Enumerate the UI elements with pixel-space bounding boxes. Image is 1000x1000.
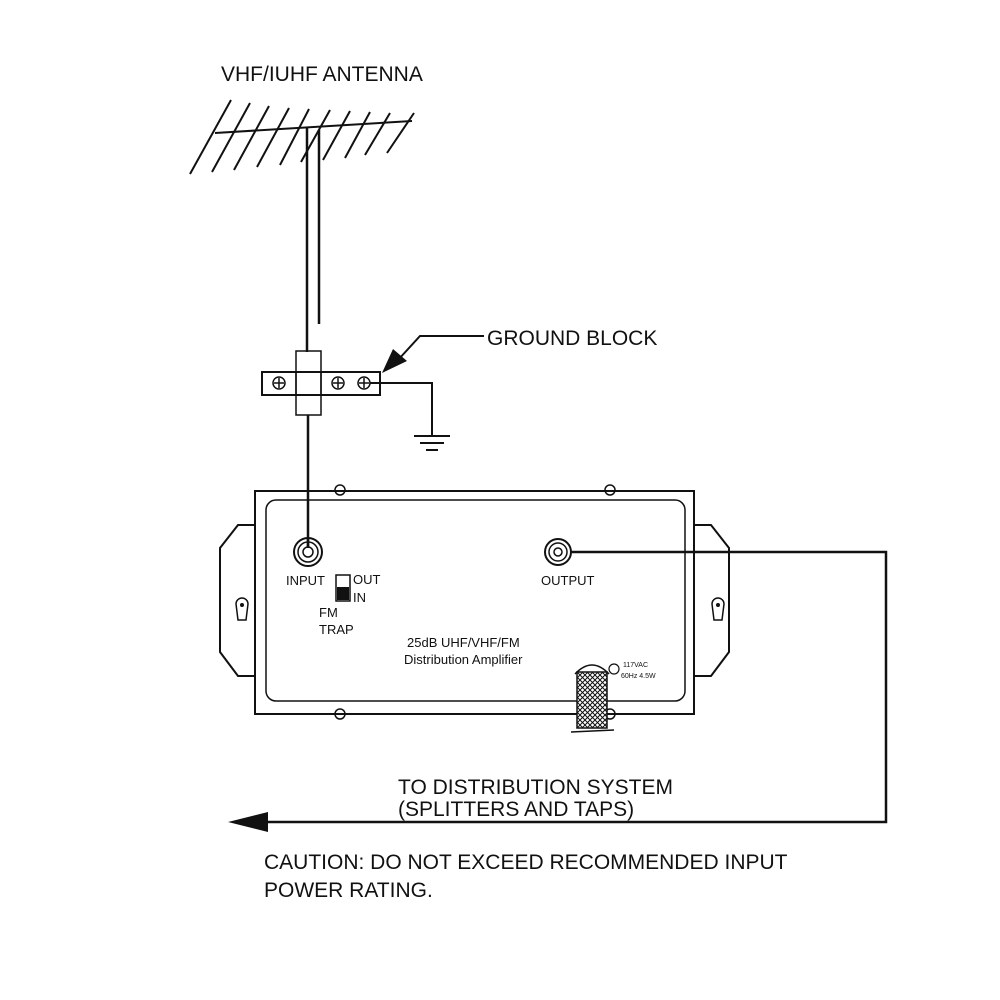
- switch-out-label: OUT: [353, 572, 381, 587]
- screw-icon: [272, 376, 286, 390]
- power-cord-icon: [570, 664, 615, 733]
- output-label: OUTPUT: [541, 573, 595, 588]
- power-led-icon: [608, 663, 620, 675]
- trap-label: TRAP: [319, 622, 354, 637]
- antenna-icon: [189, 99, 415, 352]
- screw-icon: [331, 376, 345, 390]
- distribution-label-line1: TO DISTRIBUTION SYSTEM: [398, 776, 673, 799]
- switch-in-label: IN: [353, 590, 366, 605]
- left-mounting-flange: [219, 524, 255, 677]
- right-mounting-flange: [694, 524, 730, 677]
- input-label: INPUT: [286, 573, 325, 588]
- amplifier-subtitle: Distribution Amplifier: [404, 652, 523, 667]
- power-rating-line2: 60Hz 4.5W: [621, 673, 656, 680]
- amplifier-housing: [219, 484, 730, 720]
- input-connector-icon: [293, 537, 323, 567]
- distribution-arrow-icon: [228, 812, 268, 832]
- output-connector-icon: [544, 538, 572, 566]
- distribution-cable: [228, 550, 888, 832]
- antenna-label: VHF/IUHF ANTENNA: [221, 63, 423, 86]
- ground-block: [261, 350, 381, 416]
- fm-trap-switch: [335, 574, 351, 602]
- caution-line1: CAUTION: DO NOT EXCEED RECOMMENDED INPUT: [264, 851, 788, 874]
- ground-block-label: GROUND BLOCK: [487, 327, 657, 350]
- ground-symbol-icon: [370, 382, 450, 451]
- amplifier-title: 25dB UHF/VHF/FM: [407, 635, 520, 650]
- fm-label: FM: [319, 605, 338, 620]
- distribution-label-line2: (SPLITTERS AND TAPS): [398, 798, 634, 821]
- power-rating-line1: 117VAC: [623, 662, 648, 669]
- caution-line2: POWER RATING.: [264, 879, 433, 902]
- screw-icon: [357, 376, 371, 390]
- ground-block-pointer-icon: [382, 335, 484, 373]
